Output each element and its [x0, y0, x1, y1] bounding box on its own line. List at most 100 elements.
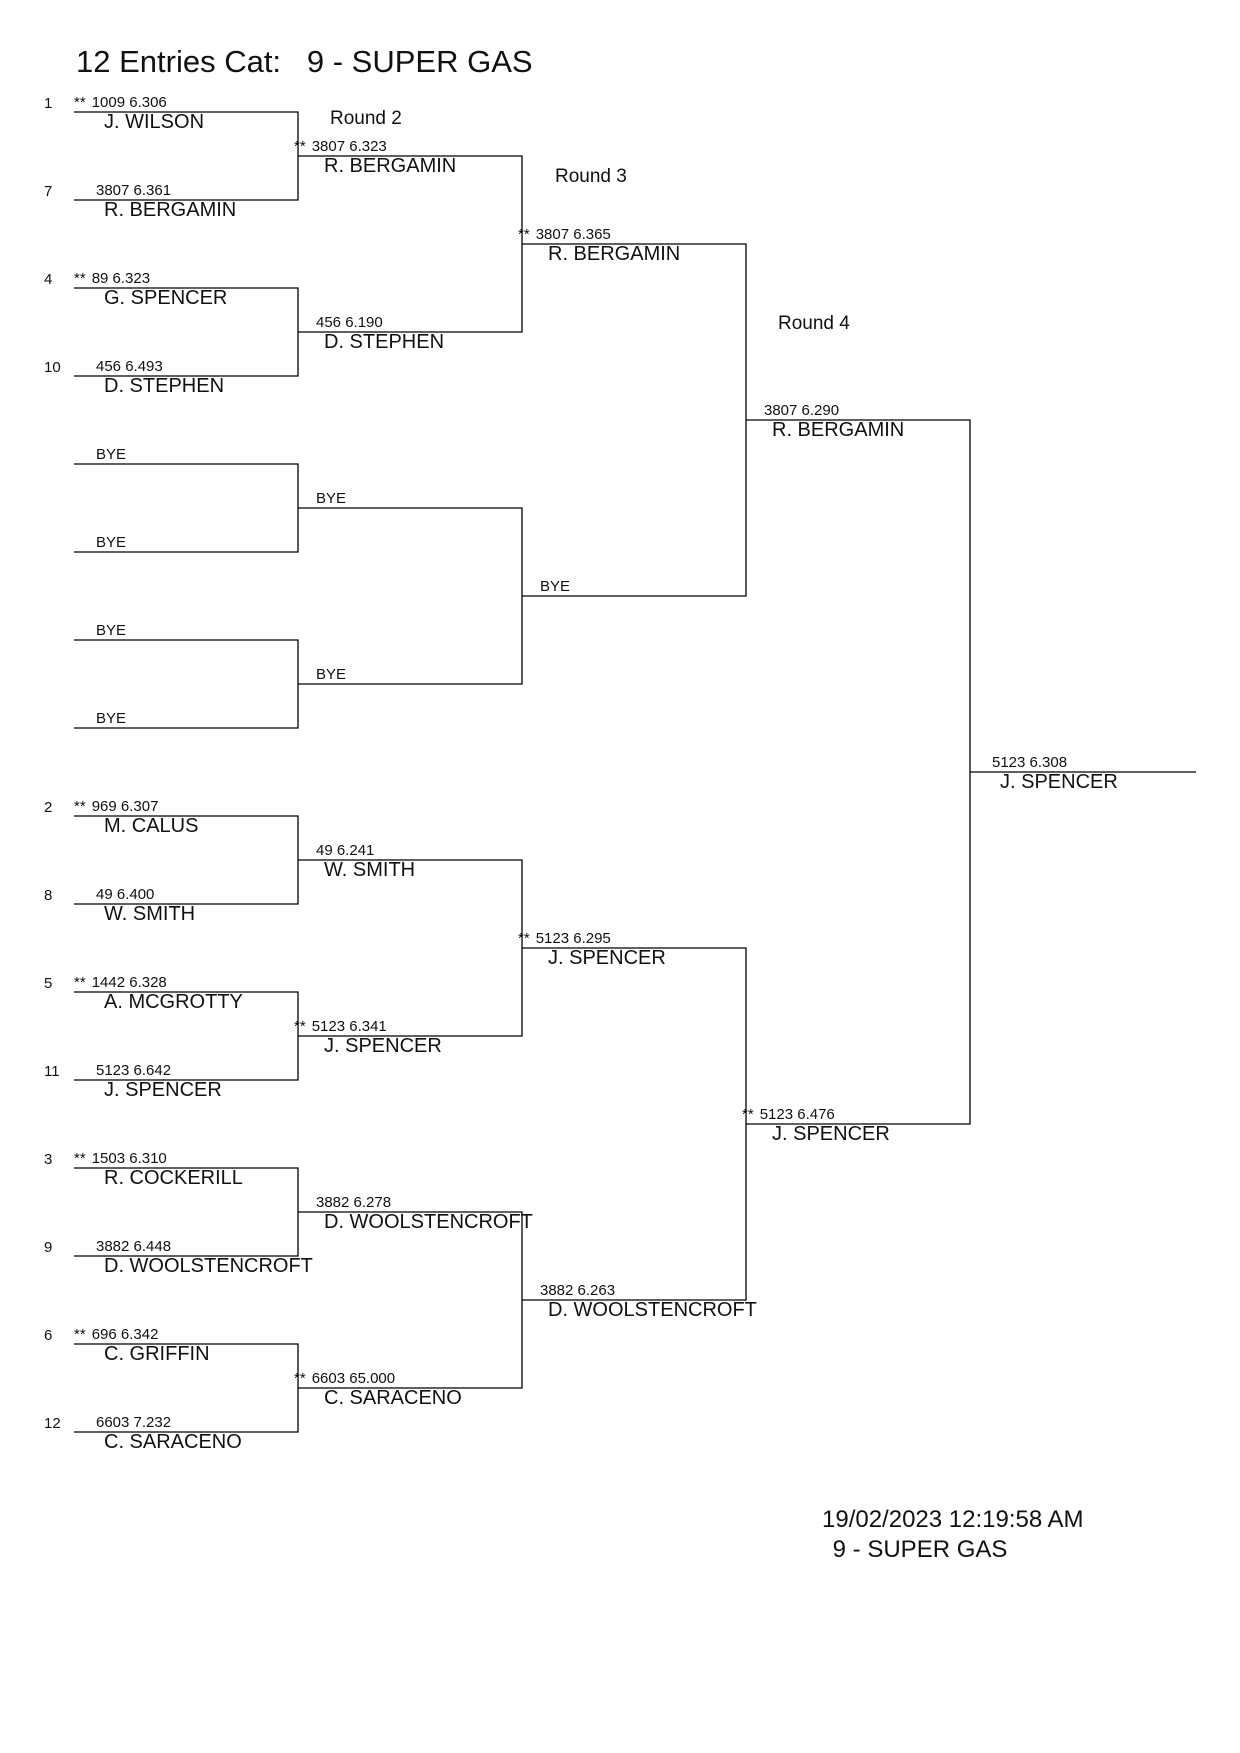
winner-mark: **	[294, 1018, 306, 1035]
time-info: BYE	[294, 491, 346, 507]
racer-name: C. SARACENO	[104, 1431, 242, 1453]
round-3-connector	[522, 243, 747, 597]
racer-name: J. SPENCER	[1000, 771, 1118, 793]
entry-info: 49 6.241	[316, 842, 375, 859]
round-2-connector	[298, 1211, 523, 1389]
time-info: BYE	[518, 579, 570, 595]
racer-name: R. BERGAMIN	[548, 243, 681, 265]
time-info: 5123 6.642	[74, 1063, 222, 1079]
seed-number: 4	[44, 271, 53, 288]
entry-info: 49 6.400	[96, 886, 155, 903]
entry-info: BYE	[96, 446, 127, 463]
winner-mark: **	[74, 974, 86, 991]
winner-mark: **	[74, 1150, 86, 1167]
racer-name: R. BERGAMIN	[772, 419, 905, 441]
round-2-label: Round 2	[330, 108, 402, 129]
entry-info: 3882 6.278	[316, 1194, 392, 1211]
round-1-entry: BYE	[74, 623, 126, 639]
seed-number: 11	[44, 1063, 60, 1080]
entry-info: 3882 6.263	[540, 1282, 616, 1299]
seed-number: 1	[44, 95, 53, 112]
time-info: **6603 65.000	[294, 1371, 462, 1387]
entry-info: 3807 6.361	[96, 182, 172, 199]
seed-number: 6	[44, 1327, 53, 1344]
entry-info: 5123 6.308	[992, 754, 1068, 771]
racer-name: R. BERGAMIN	[104, 199, 237, 221]
round-2-connector	[298, 155, 523, 333]
time-info: 5123 6.308	[970, 755, 1118, 771]
time-info: **696 6.342	[74, 1327, 210, 1343]
entry-info: 1503 6.310	[91, 1150, 167, 1167]
time-info: **3807 6.323	[294, 139, 456, 155]
time-info: BYE	[74, 535, 126, 551]
entry-info: 5123 6.476	[759, 1106, 835, 1123]
entry-info: BYE	[96, 534, 127, 551]
racer-name: R. BERGAMIN	[324, 155, 457, 177]
racer-name: R. COCKERILL	[104, 1167, 243, 1189]
time-info: **89 6.323	[74, 271, 227, 287]
entry-info: 5123 6.642	[96, 1062, 172, 1079]
entry-info: 3807 6.365	[535, 226, 611, 243]
racer-name: J. SPENCER	[772, 1123, 890, 1145]
time-info: BYE	[74, 623, 126, 639]
racer-name: J. SPENCER	[548, 947, 666, 969]
round-1-entry: BYE	[74, 447, 126, 463]
time-info: **969 6.307	[74, 799, 198, 815]
entry-info: BYE	[316, 490, 347, 507]
entry-info: 1009 6.306	[91, 94, 167, 111]
round-4-label: Round 4	[778, 313, 850, 334]
entry-info: 5123 6.295	[535, 930, 611, 947]
round-3-entry: BYE	[518, 579, 570, 595]
racer-name: D. WOOLSTENCROFT	[324, 1211, 533, 1233]
round-2-entry: BYE	[294, 491, 346, 507]
winner-mark: **	[742, 1106, 754, 1123]
time-info: ** 1503 6.310	[74, 1151, 243, 1167]
entry-info: 89 6.323	[91, 270, 151, 287]
round-1-entry: BYE	[74, 711, 126, 727]
entry-info: 456 6.493	[96, 358, 163, 375]
round-3-connector	[522, 947, 747, 1301]
time-info: 3882 6.448	[74, 1239, 313, 1255]
winner-mark: **	[74, 798, 86, 815]
entry-info: 3882 6.448	[96, 1238, 172, 1255]
entry-info: 3807 6.323	[311, 138, 387, 155]
round-2-connector	[298, 507, 523, 685]
racer-name: A. MCGROTTY	[104, 991, 243, 1013]
racer-name: J. SPENCER	[104, 1079, 222, 1101]
entry-info: BYE	[540, 578, 571, 595]
round-2-entry: BYE	[294, 667, 346, 683]
winner-mark: **	[518, 226, 530, 243]
racer-name: C. GRIFFIN	[104, 1343, 210, 1365]
entry-info: BYE	[96, 710, 127, 727]
seed-number: 7	[44, 183, 53, 200]
round-3-label: Round 3	[555, 166, 627, 187]
entry-info: 696 6.342	[91, 1326, 159, 1343]
time-info: 49 6.400	[74, 887, 195, 903]
time-info: 3807 6.361	[74, 183, 236, 199]
winner-mark: **	[518, 930, 530, 947]
time-info: 49 6.241	[294, 843, 415, 859]
seed-number: 12	[44, 1415, 61, 1432]
racer-name: W. SMITH	[324, 859, 416, 881]
round-4-connector	[746, 419, 971, 1125]
entry-info: BYE	[96, 622, 127, 639]
racer-name: G. SPENCER	[104, 287, 228, 309]
time-info: BYE	[294, 667, 346, 683]
footer-timestamp: 19/02/2023 12:19:58 AM	[822, 1506, 1084, 1533]
